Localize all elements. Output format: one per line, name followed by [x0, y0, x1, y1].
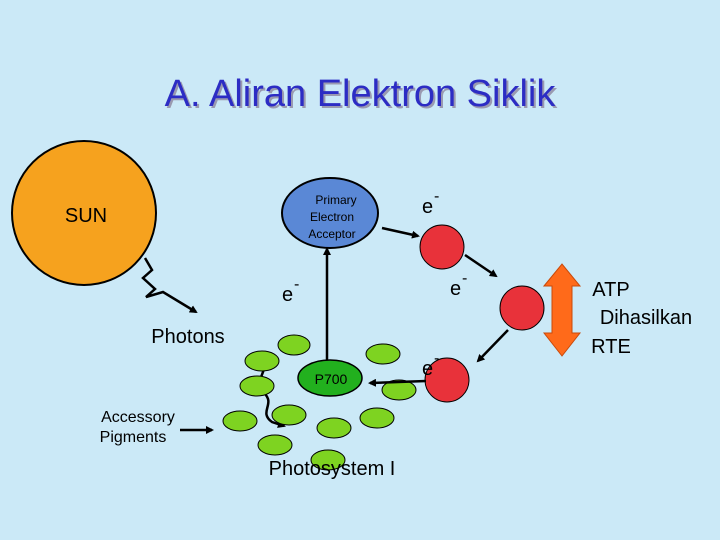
electron-label: e - — [282, 276, 299, 306]
photosystem-label: Photosystem I — [269, 458, 396, 480]
electron-label: e - — [450, 270, 467, 300]
pigment-molecule — [223, 411, 257, 431]
atp-arrow-icon — [544, 264, 580, 356]
svg-text:e: e — [282, 284, 293, 306]
svg-text:e: e — [450, 278, 461, 300]
sun-label: SUN — [65, 205, 107, 227]
atp-label: RTE — [591, 336, 631, 358]
pigment-molecule — [278, 335, 310, 355]
pigment-molecule — [317, 418, 351, 438]
accessory-pigments-label: Pigments — [100, 429, 167, 446]
p700-label: P700 — [315, 371, 348, 387]
electron-transfer-arrow — [465, 255, 496, 276]
svg-text:e: e — [422, 358, 433, 380]
svg-text:-: - — [434, 350, 439, 367]
pigment-molecule — [245, 351, 279, 371]
atp-label: Dihasilkan — [600, 307, 692, 329]
accessory-pigments-label: Accessory — [101, 409, 175, 426]
atp-label: ATP — [592, 279, 629, 301]
electron-return-arrow — [370, 381, 426, 383]
pigment-molecule — [360, 408, 394, 428]
pigment-molecule — [272, 405, 306, 425]
photons-label: Photons — [151, 326, 224, 348]
svg-text:e: e — [422, 196, 433, 218]
pigment-molecule — [258, 435, 292, 455]
svg-text:-: - — [434, 188, 439, 205]
electron-transfer-arrow — [382, 228, 418, 236]
pigment-molecule — [366, 344, 400, 364]
primary-acceptor-label: Primary — [315, 193, 356, 207]
electron-carrier — [500, 286, 544, 330]
page-title: A. Aliran Elektron Siklik — [165, 73, 557, 115]
svg-text:-: - — [294, 276, 299, 293]
electron-carrier — [420, 225, 464, 269]
photon-arrow-icon — [143, 258, 196, 312]
electron-transfer-arrow — [478, 330, 508, 361]
primary-acceptor-label: Electron — [310, 210, 354, 224]
pigment-molecule — [240, 376, 274, 396]
electron-label: e - — [422, 188, 439, 218]
primary-acceptor-label: Acceptor — [308, 227, 355, 241]
svg-text:-: - — [462, 270, 467, 287]
